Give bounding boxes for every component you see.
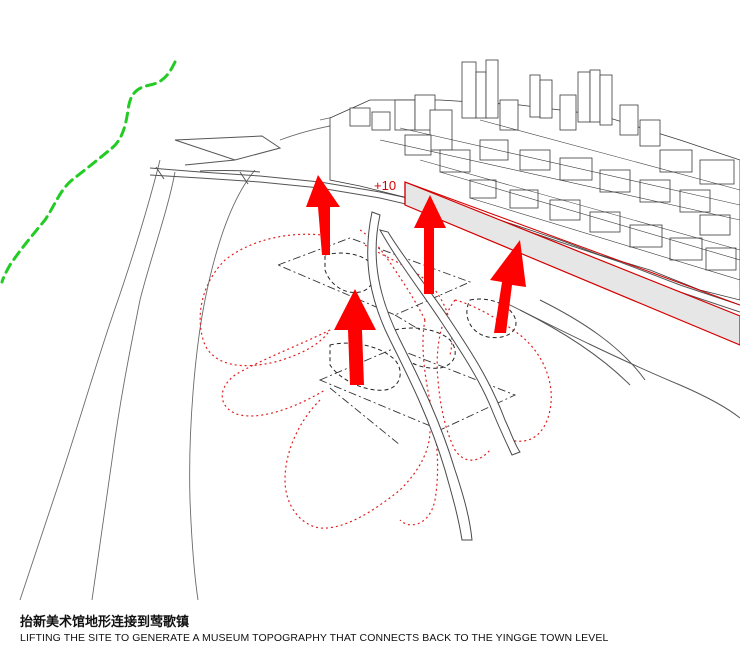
lift-arrow-icon bbox=[490, 240, 526, 333]
city-detail-lines bbox=[379, 119, 740, 281]
lift-arrow-icon bbox=[334, 289, 376, 385]
raised-level-band bbox=[404, 181, 740, 346]
caption-title-chinese: 抬新美术馆地形连接到莺歌镇 bbox=[20, 615, 190, 630]
site-axonometric-diagram: +10 bbox=[0, 59, 740, 600]
museum-ramp-paths bbox=[367, 211, 521, 541]
lift-arrow-icon bbox=[306, 175, 340, 255]
lift-arrows bbox=[306, 175, 526, 385]
level-label: +10 bbox=[374, 178, 396, 193]
lift-arrow-icon bbox=[414, 195, 446, 294]
road-linework bbox=[499, 299, 740, 419]
green-dashed-trace bbox=[0, 60, 177, 284]
caption-title-english: LIFTING THE SITE TO GENERATE A MUSEUM TO… bbox=[20, 632, 609, 644]
